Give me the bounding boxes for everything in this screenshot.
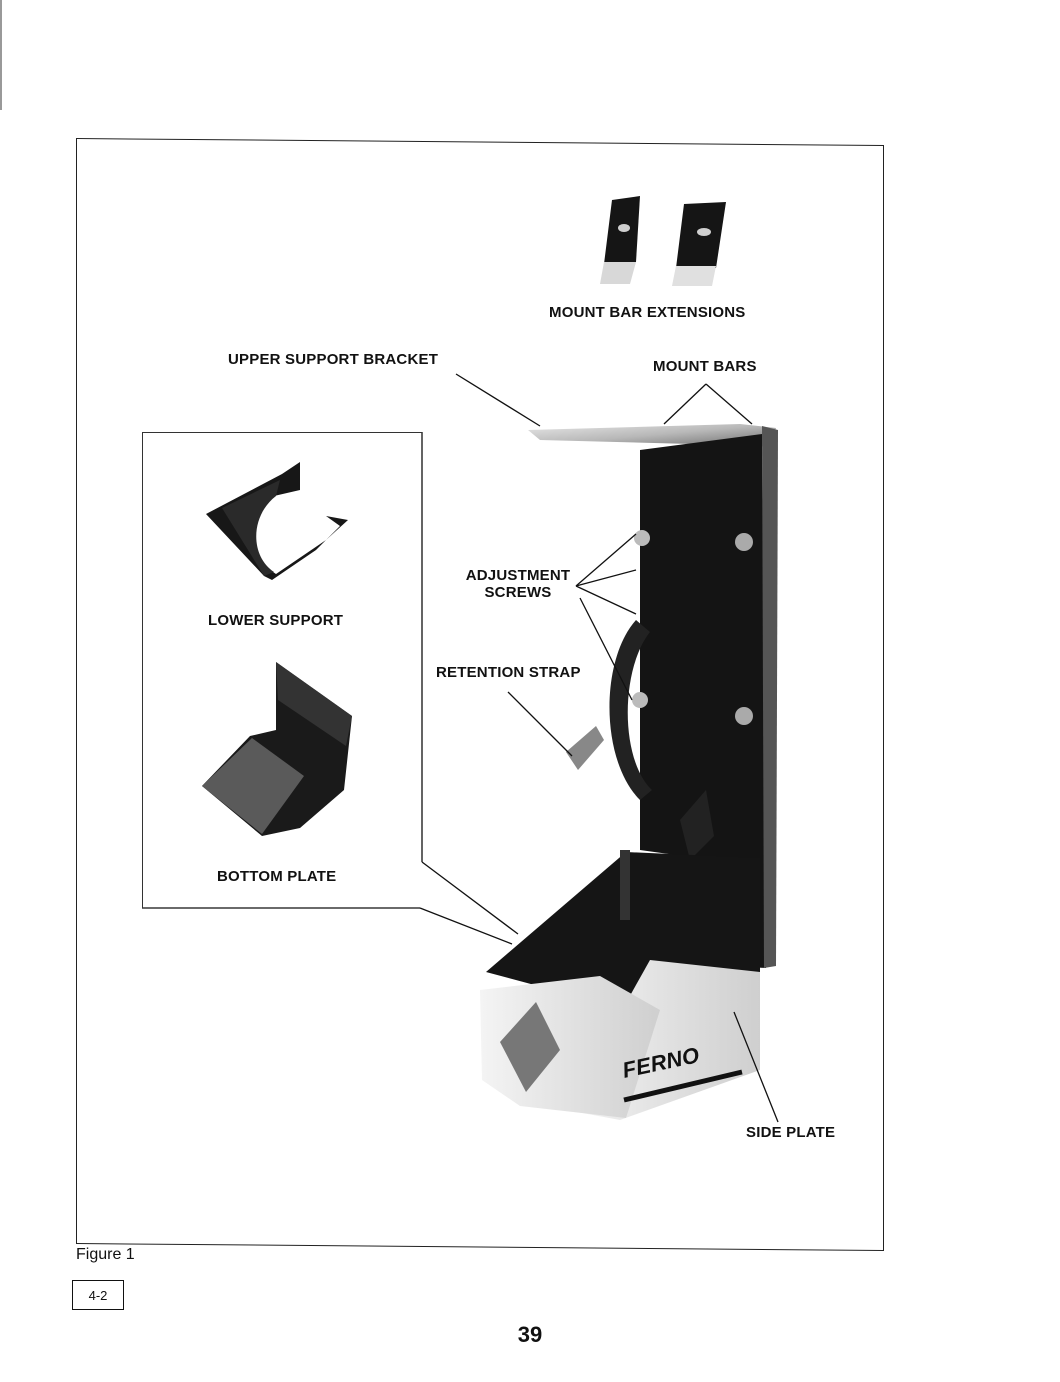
- mount-bar-extensions-image: [600, 196, 726, 286]
- label-lower-support: LOWER SUPPORT: [208, 612, 344, 629]
- label-mount-bars: MOUNT BARS: [653, 358, 757, 375]
- label-side-plate: SIDE PLATE: [746, 1124, 836, 1141]
- section-number: 4-2: [88, 1287, 108, 1303]
- leader-lines: [142, 373, 779, 1123]
- lower-support-image: [206, 462, 348, 580]
- main-mount-image: [480, 424, 778, 1120]
- label-retention-strap: RETENTION STRAP: [436, 664, 581, 681]
- label-adjustment-line2: SCREWS: [484, 584, 552, 601]
- label-upper-support-bracket: UPPER SUPPORT BRACKET: [228, 351, 439, 368]
- label-adjustment-screws: ADJUSTMENT SCREWS: [462, 567, 574, 601]
- figure-caption: Figure 1: [76, 1246, 135, 1263]
- scan-edge-mark: [0, 0, 2, 110]
- label-adjustment-line1: ADJUSTMENT: [465, 567, 571, 584]
- page-number: 39: [517, 1322, 543, 1347]
- component-inset-box: [142, 432, 422, 908]
- section-number-box: 4-2: [72, 1280, 124, 1310]
- label-mount-bar-extensions: MOUNT BAR EXTENSIONS: [549, 304, 746, 321]
- bottom-plate-image: [202, 662, 352, 836]
- label-bottom-plate: BOTTOM PLATE: [217, 868, 337, 885]
